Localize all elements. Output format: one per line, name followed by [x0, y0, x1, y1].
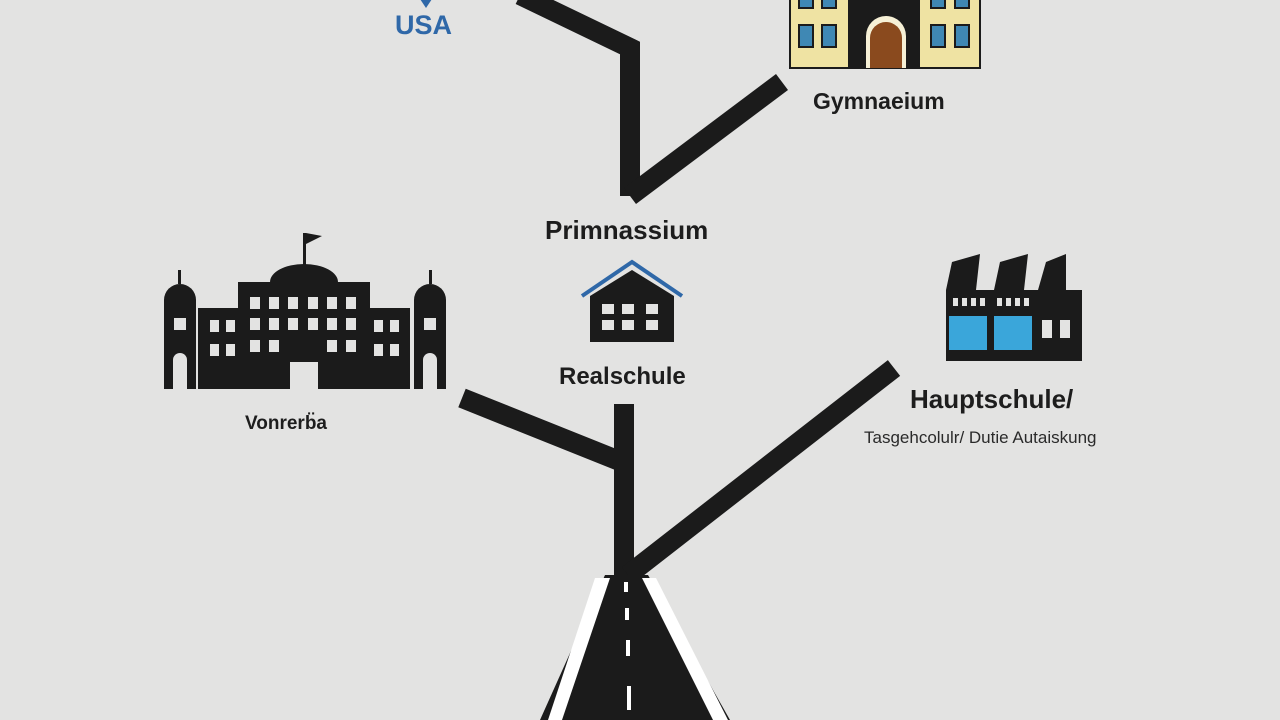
- factory-icon: [946, 254, 1082, 361]
- house-icon: [580, 259, 684, 342]
- gymnasium-label: Gymnaeium: [813, 88, 945, 114]
- road-icon: [540, 575, 730, 720]
- hauptschule-label: Hauptschule/: [910, 384, 1074, 414]
- gymnasium-building-icon: [789, 0, 981, 69]
- realschule-label: Realschule: [559, 363, 686, 390]
- palace-building-icon: [164, 233, 446, 389]
- hauptschule-sublabel: Tasgehcolulr/ Dutie Autaiskung: [864, 428, 1097, 447]
- shield-icon: [420, 0, 432, 8]
- usa-label: USA: [395, 10, 453, 40]
- branch-lines: [458, 0, 901, 583]
- branch-line-gymnasium: [624, 74, 788, 204]
- branch-line-left: [458, 388, 626, 472]
- branch-line-usa: [515, 0, 640, 196]
- branch-line-hauptschule: [621, 360, 901, 583]
- left-building-label: Vonrerb̈a: [245, 413, 328, 434]
- primary-school-label: Primnassium: [545, 215, 709, 245]
